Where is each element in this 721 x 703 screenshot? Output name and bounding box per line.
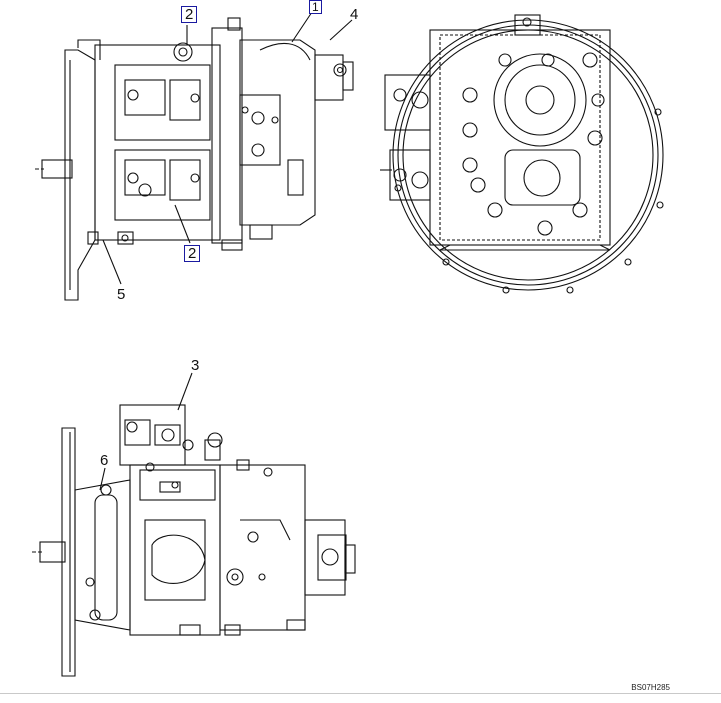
- callout-6: 6: [100, 452, 109, 469]
- callout-2-bottom: 2: [184, 245, 201, 262]
- callout-4: 4: [350, 6, 359, 23]
- callout-3: 3: [191, 357, 200, 374]
- side-view-top-left: [35, 11, 354, 301]
- callout-2-top: 2: [181, 6, 198, 23]
- footer-divider: [0, 693, 721, 694]
- side-view-bottom-left: [32, 372, 356, 677]
- end-view-top-right: [380, 14, 664, 294]
- callout-5: 5: [117, 286, 126, 303]
- drawing-code: BS07H285: [631, 683, 670, 692]
- callout-1: 1: [309, 0, 322, 14]
